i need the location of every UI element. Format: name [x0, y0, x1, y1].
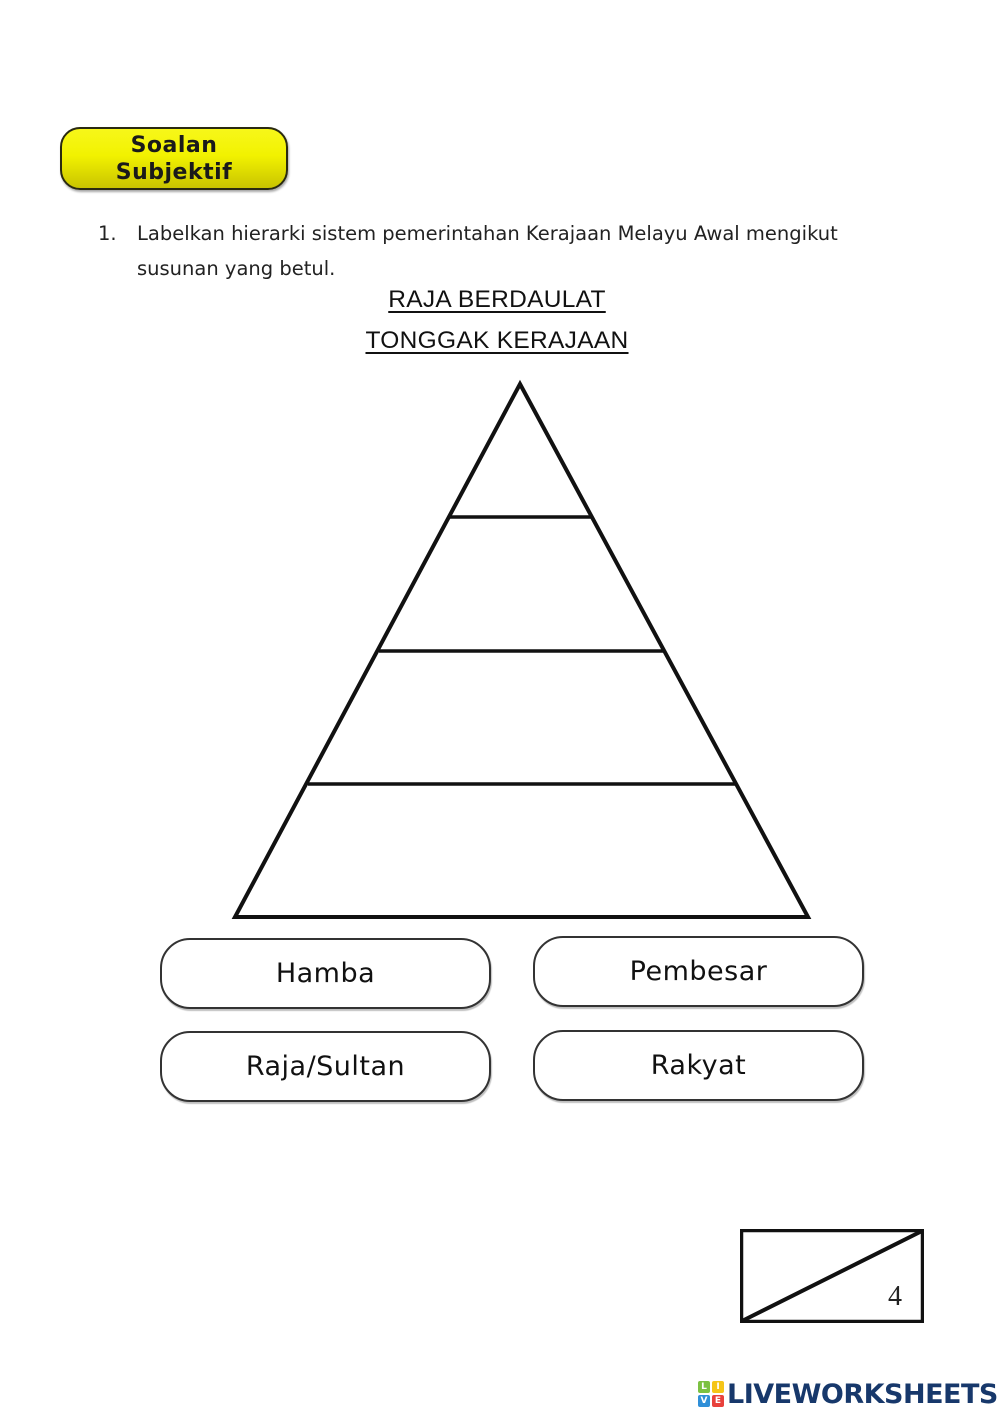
heading-raja-berdaulat: RAJA BERDAULAT — [388, 286, 606, 313]
answer-option-raja-sultan[interactable]: Raja/Sultan — [160, 1031, 491, 1102]
question-text: Labelkan hierarki sistem pemerintahan Ke… — [137, 222, 838, 280]
score-box-frame — [740, 1229, 924, 1323]
logo-tile-i: I — [712, 1381, 724, 1393]
logo-tiles-icon: L I V E — [698, 1381, 724, 1407]
logo-text: LIVEWORKSHEETS — [727, 1378, 998, 1410]
section-badge-soalan-subjektif: Soalan Subjektif — [60, 127, 288, 190]
logo-tile-l: L — [698, 1381, 710, 1393]
question-1: 1. Labelkan hierarki sistem pemerintahan… — [98, 216, 898, 286]
score-box: 4 — [740, 1229, 924, 1323]
score-total: 4 — [888, 1281, 902, 1312]
liveworksheets-logo: L I V E LIVEWORKSHEETS — [698, 1378, 998, 1410]
answer-option-pembesar[interactable]: Pembesar — [533, 936, 864, 1007]
pyramid-level-3-drop-zone[interactable] — [308, 651, 735, 784]
answer-option-hamba[interactable]: Hamba — [160, 938, 491, 1009]
pyramid-level-4-drop-zone[interactable] — [235, 784, 808, 917]
pyramid-level-1-drop-zone[interactable] — [450, 384, 591, 517]
pyramid-level-2-drop-zone[interactable] — [379, 517, 663, 651]
badge-line-2: Subjektif — [115, 159, 233, 185]
answer-option-rakyat[interactable]: Rakyat — [533, 1030, 864, 1101]
heading-tonggak-kerajaan: TONGGAK KERAJAAN — [365, 327, 629, 354]
logo-tile-e: E — [712, 1395, 724, 1407]
badge-line-1: Soalan — [130, 132, 218, 158]
logo-tile-v: V — [698, 1395, 710, 1407]
question-number: 1. — [98, 222, 117, 245]
